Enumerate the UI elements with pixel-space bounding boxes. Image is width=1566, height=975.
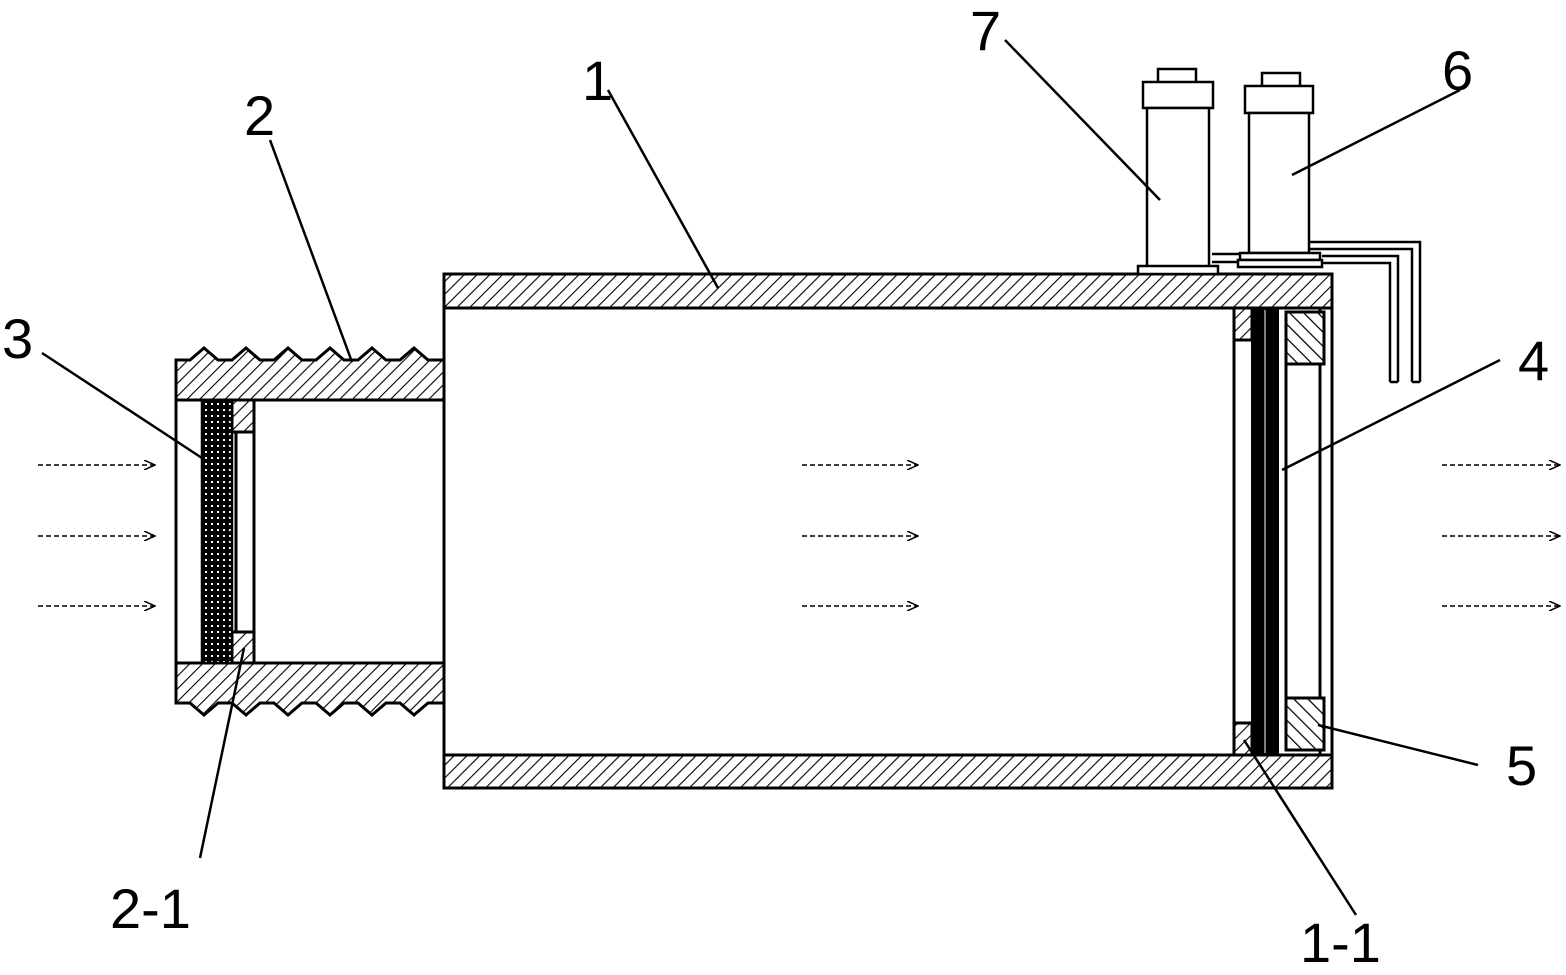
label-6: 6 (1442, 39, 1473, 102)
threaded-nozzle (174, 346, 446, 717)
leader-5 (1317, 723, 1479, 767)
label-5: 5 (1506, 734, 1537, 797)
body-top-wall (442, 272, 1334, 310)
component-7-base (1136, 264, 1220, 276)
component-7 (1136, 67, 1220, 276)
body-bottom-wall (442, 753, 1334, 790)
label-4: 4 (1518, 329, 1549, 392)
nozzle-inner-step-top (230, 398, 256, 434)
leader-2-1 (198, 647, 246, 859)
leader-7 (1004, 39, 1161, 201)
leader-3 (41, 351, 206, 462)
leader-4 (1281, 358, 1501, 472)
label-7: 7 (970, 0, 1001, 62)
component-6-body (1247, 111, 1311, 255)
retaining-ring-top (1284, 310, 1326, 366)
main-cylinder-body (442, 272, 1334, 790)
component-6-base-2 (1236, 258, 1324, 269)
label-1-1: 1-1 (1300, 911, 1381, 974)
nozzle-top-wall (174, 346, 446, 402)
leader-2 (268, 139, 354, 363)
inner-step-top (1232, 306, 1254, 342)
wire-5 (1322, 254, 1400, 382)
flow-arrows (38, 465, 1560, 606)
leader-1-1 (1242, 739, 1358, 916)
leader-lines (41, 39, 1501, 916)
wire-4 (1310, 247, 1414, 382)
nozzle-bottom-wall (174, 661, 446, 717)
wires (1212, 240, 1422, 384)
component-6-cap (1243, 84, 1315, 115)
component-7-body (1145, 106, 1211, 270)
outlet-end-assembly (1232, 306, 1326, 757)
body-end-wall (1318, 306, 1334, 757)
label-3: 3 (2, 307, 33, 370)
component-7-cap (1141, 80, 1215, 110)
label-2-1: 2-1 (110, 877, 191, 940)
wire-3 (1310, 240, 1422, 382)
component-6 (1236, 71, 1324, 269)
filter-screen (200, 398, 234, 665)
label-1: 1 (582, 49, 613, 112)
leader-6 (1291, 88, 1461, 177)
wire-6 (1322, 261, 1392, 382)
leader-1 (606, 89, 720, 289)
label-2: 2 (244, 84, 275, 147)
retaining-ring-bottom (1284, 696, 1326, 752)
